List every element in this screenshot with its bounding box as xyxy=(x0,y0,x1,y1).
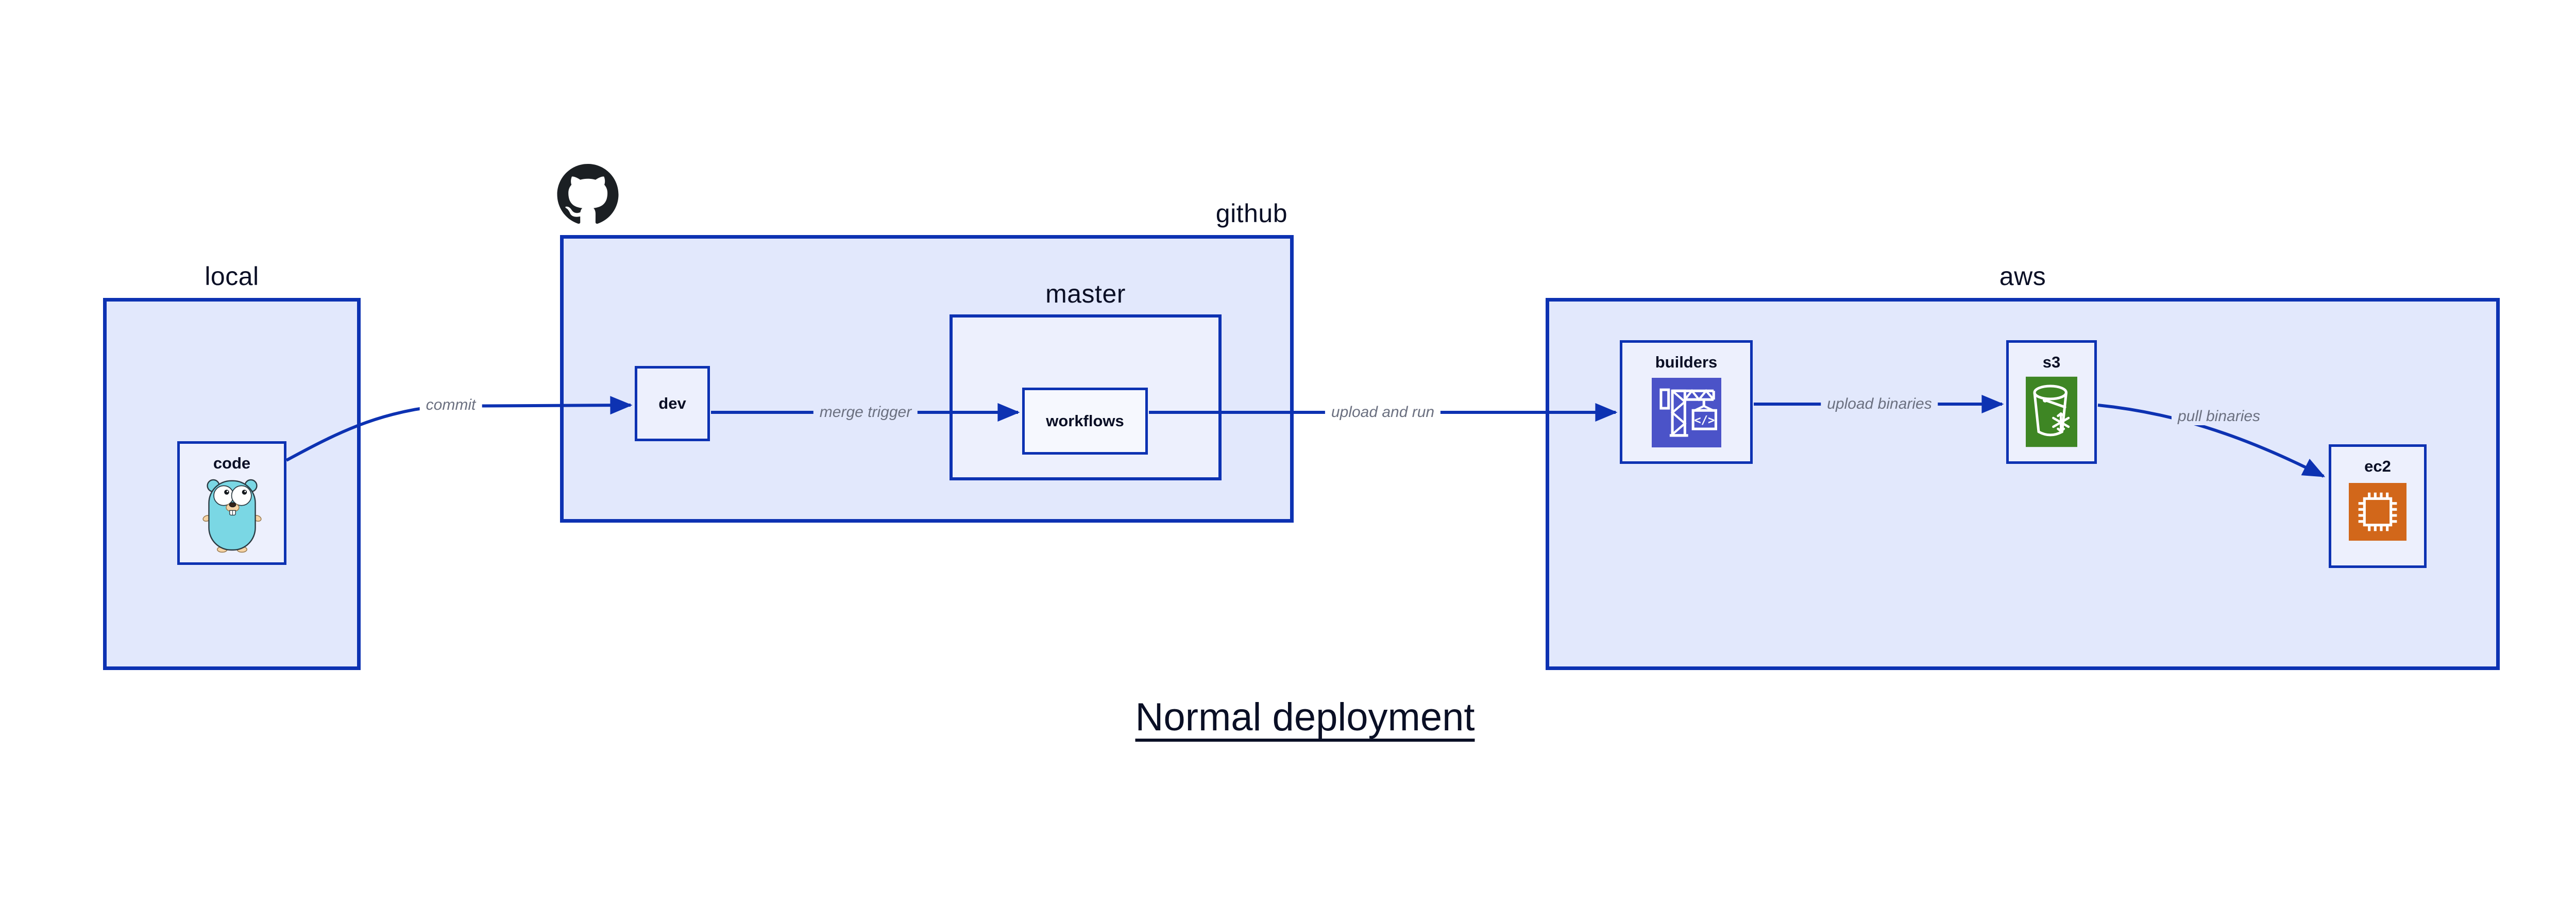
edge-label-pull-binaries: pull binaries xyxy=(2171,408,2267,425)
s3-glacier-bucket-icon xyxy=(2026,376,2077,447)
node-workflows: workflows xyxy=(1022,388,1148,455)
node-builders: builders </> xyxy=(1620,340,1753,464)
node-code: code xyxy=(177,441,286,565)
container-aws-label: aws xyxy=(1999,262,2046,291)
go-gopher-icon xyxy=(202,479,262,553)
node-builders-label: builders xyxy=(1655,353,1718,371)
container-local-label: local xyxy=(205,262,259,291)
aws-codebuild-crane-icon: </> xyxy=(1651,378,1721,447)
codebuild-code-glyph: </> xyxy=(1694,414,1715,427)
node-dev-label: dev xyxy=(658,394,686,412)
node-ec2-label: ec2 xyxy=(2364,457,2391,475)
node-ec2: ec2 xyxy=(2329,444,2427,568)
container-master-label: master xyxy=(1045,279,1126,308)
edge-label-upload-binaries: upload binaries xyxy=(1821,395,1938,413)
node-code-label: code xyxy=(213,454,251,472)
diagram-title: Normal deployment xyxy=(1135,695,1475,739)
container-github-label: github xyxy=(1215,199,1287,228)
node-s3-label: s3 xyxy=(2042,353,2061,371)
edge-label-upload-and-run: upload and run xyxy=(1325,404,1441,421)
node-dev: dev xyxy=(635,366,710,441)
edge-label-commit: commit xyxy=(419,396,482,414)
node-s3: s3 xyxy=(2006,340,2097,464)
edge-label-merge-trigger: merge trigger xyxy=(813,404,918,421)
node-workflows-label: workflows xyxy=(1046,412,1124,430)
ec2-chip-icon xyxy=(2349,483,2406,541)
github-octocat-icon xyxy=(557,164,619,224)
